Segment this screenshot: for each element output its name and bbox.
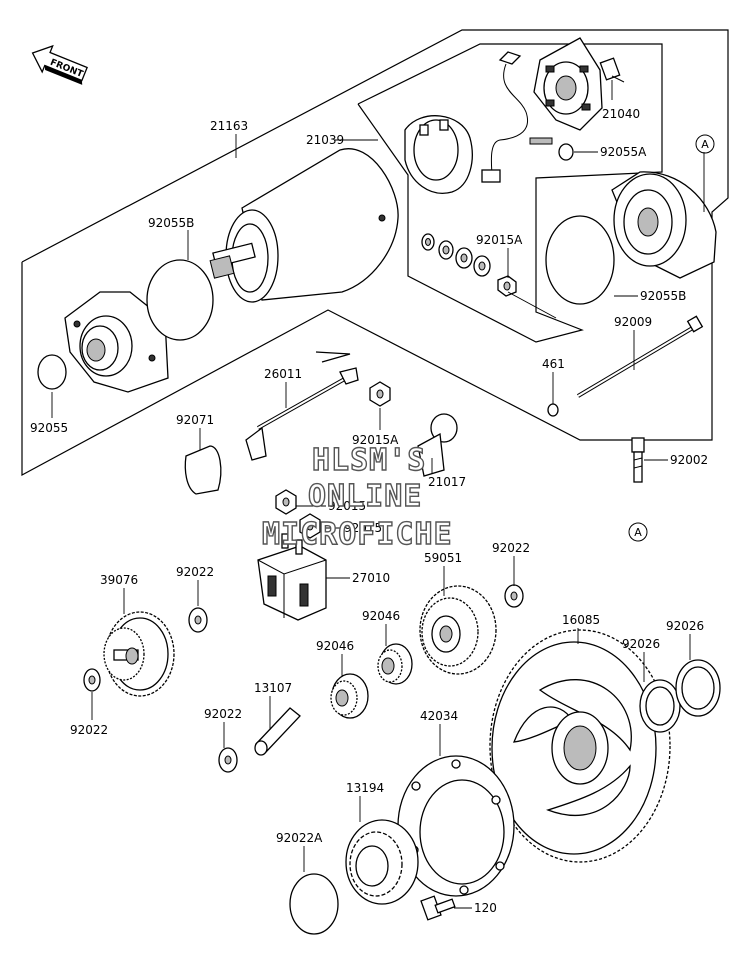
label-92009: 92009 (614, 315, 652, 329)
label-92071: 92071 (176, 413, 214, 427)
terminal-cap-92071 (184, 445, 222, 495)
needle-bearing-92046-right (377, 643, 413, 685)
label-92015-lower: 92015 (344, 521, 382, 535)
svg-text:A: A (634, 526, 642, 539)
label-92022-left: 92022 (70, 723, 108, 737)
washer-92022a (289, 873, 339, 935)
starter-front-cover (64, 291, 169, 393)
part-labels: 21163 21039 21040 92055A 92055B 92015A 9… (30, 107, 708, 915)
starter-assembly-frame (21, 29, 729, 477)
label-21039: 21039 (306, 133, 344, 147)
washer-92022-lower (218, 747, 238, 773)
starter-motor-yoke (209, 148, 399, 303)
label-92022a: 92022A (276, 831, 323, 845)
o-ring-92055b-front (146, 259, 214, 341)
nut-92015a-terminal (497, 275, 517, 297)
label-42034: 42034 (420, 709, 458, 723)
label-13107: 13107 (254, 681, 292, 695)
washer-92022-left (83, 668, 101, 692)
gear-59051 (419, 585, 497, 675)
brush-21040 (599, 57, 625, 83)
washer-stack (421, 233, 491, 277)
brush-holder-21039 (404, 115, 473, 194)
needle-bearing-92046-left (330, 673, 369, 719)
label-92055: 92055 (30, 421, 68, 435)
label-92055b-rear: 92055B (640, 289, 686, 303)
label-92002: 92002 (670, 453, 708, 467)
washer-92022-right (188, 607, 208, 633)
label-21040: 21040 (602, 107, 640, 121)
label-92022-right: 92022 (176, 565, 214, 579)
label-16085: 16085 (562, 613, 600, 627)
callout-a-top: A (695, 134, 715, 154)
label-39076: 39076 (100, 573, 138, 587)
brush-assembly-frame (357, 43, 663, 343)
label-21017: 21017 (428, 475, 466, 489)
label-92022-gear: 92022 (492, 541, 530, 555)
label-92055a: 92055A (600, 145, 647, 159)
lead-26011 (245, 367, 359, 461)
watermark: HLSM'S ONLINE MICROFICHE (261, 442, 453, 552)
starter-rear-cover (611, 171, 717, 279)
one-way-clutch-13194 (345, 819, 419, 905)
washer-92022-gear (504, 584, 524, 608)
nut-92015-lower (299, 513, 321, 539)
starter-clutch-gear-16085 (489, 629, 671, 863)
through-bolt-92009 (576, 315, 704, 398)
label-13194: 13194 (346, 781, 384, 795)
label-92046-left: 92046 (316, 639, 354, 653)
idle-gear-39076 (103, 611, 175, 697)
o-ring-92055 (37, 354, 67, 390)
label-26011: 26011 (264, 367, 302, 381)
label-461: 461 (542, 357, 565, 371)
watermark-line-3: MICROFICHE (262, 517, 453, 552)
washer-461 (547, 403, 559, 417)
nut-92015-upper (275, 489, 297, 515)
label-92022-lower: 92022 (204, 707, 242, 721)
brush-lead-wire (481, 51, 553, 183)
svg-text:A: A (701, 138, 709, 151)
starter-relay-27010 (257, 533, 327, 621)
lead-group-arrow (315, 351, 351, 363)
brush-end-plate (533, 37, 603, 131)
relay-boot-21017 (417, 413, 458, 477)
callout-a-bottom: A (628, 522, 648, 542)
label-92026-inner: 92026 (622, 637, 660, 651)
front-arrow-icon: FRONT (31, 44, 88, 85)
label-27010: 27010 (352, 571, 390, 585)
watermark-line-2: ONLINE (308, 479, 422, 514)
label-92046-right: 92046 (362, 609, 400, 623)
label-92015a-terminal: 92015A (476, 233, 523, 247)
shim-92026-outer (675, 659, 721, 717)
label-120: 120 (474, 901, 497, 915)
label-92015-upper: 92015 (328, 499, 366, 513)
bolt-120 (420, 895, 456, 921)
label-92026-outer: 92026 (666, 619, 704, 633)
watermark-line-1: HLSM'S (312, 443, 426, 478)
o-ring-92055b-rear (545, 215, 615, 305)
leader-lines (51, 80, 705, 909)
label-21163: 21163 (210, 119, 248, 133)
label-92015a-lead: 92015A (352, 433, 399, 447)
label-59051: 59051 (424, 551, 462, 565)
nut-92015a-lead (369, 381, 391, 407)
bolt-92002 (631, 437, 645, 483)
clutch-housing-42034 (397, 755, 515, 897)
label-92055b-front: 92055B (148, 216, 194, 230)
o-ring-92055a (558, 143, 574, 161)
shim-92026-inner (639, 679, 681, 733)
shaft-13107 (254, 707, 301, 756)
